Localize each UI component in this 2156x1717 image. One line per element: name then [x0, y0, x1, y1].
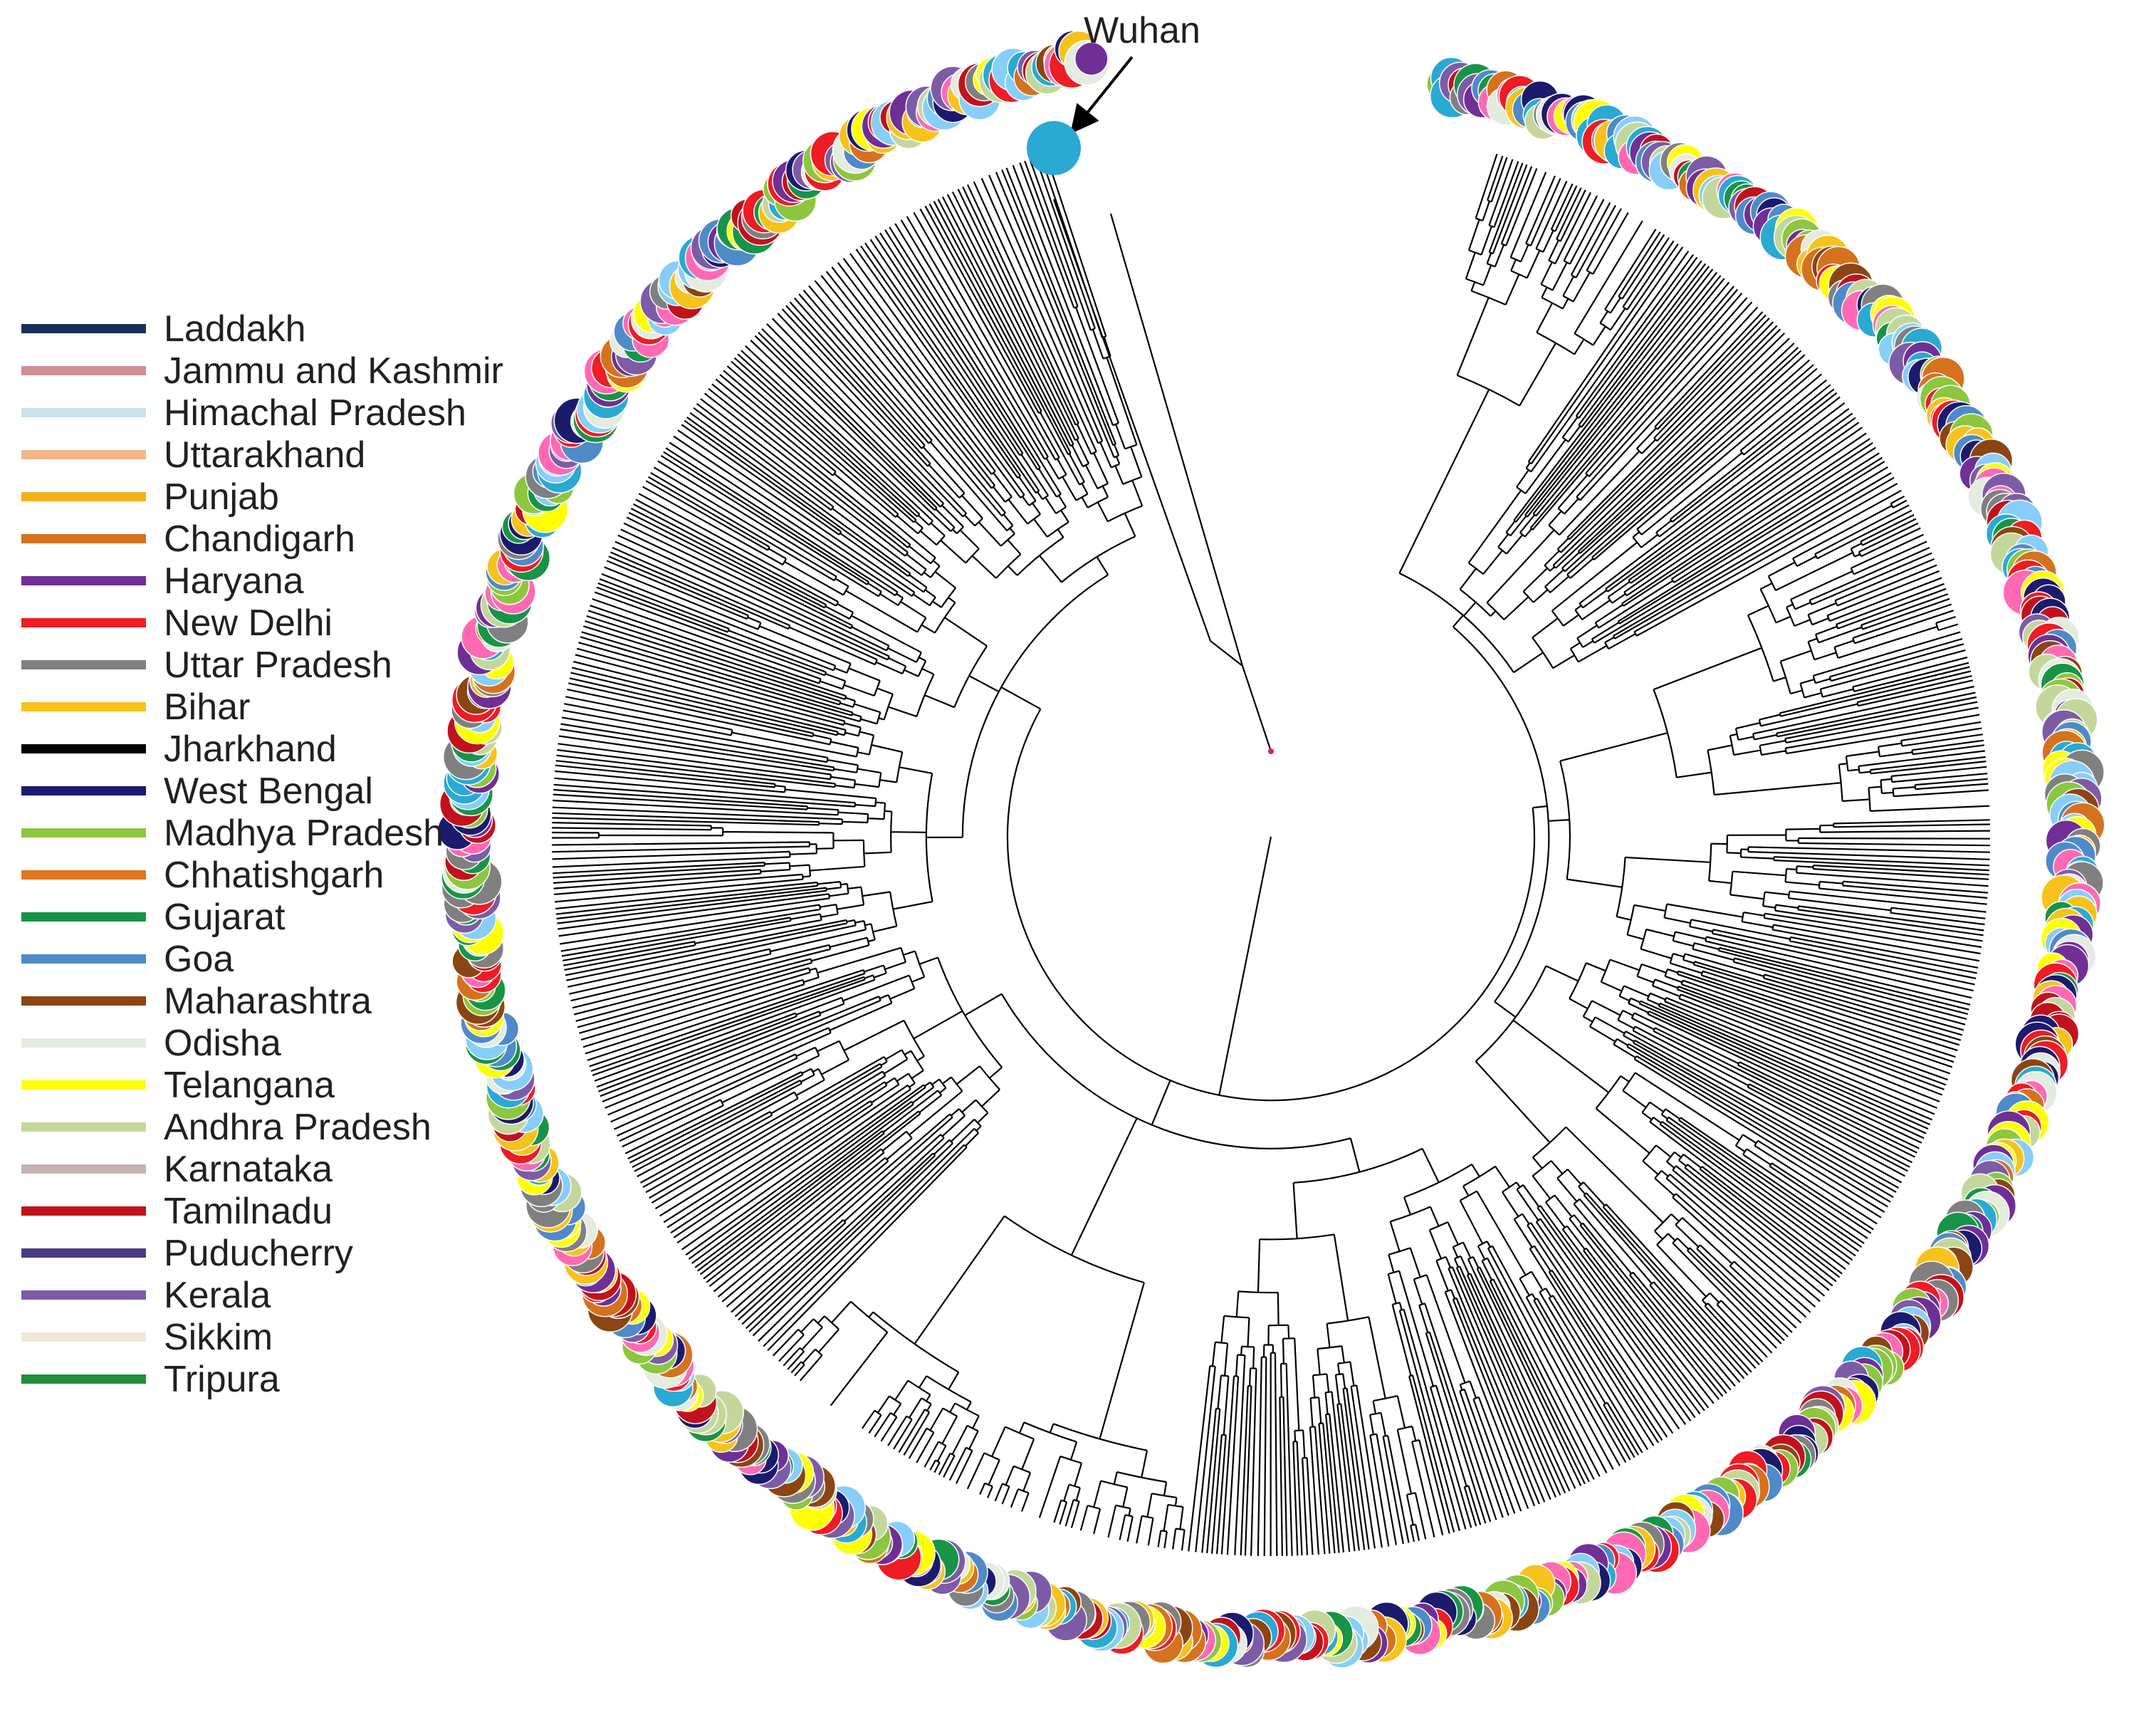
legend-swatch: [21, 1206, 146, 1216]
legend-label: New Delhi: [164, 602, 333, 644]
legend-item: Chandigarh: [21, 518, 562, 560]
legend-swatch: [21, 534, 146, 543]
legend-item: Goa: [21, 938, 562, 980]
legend-item: Jammu and Kashmir: [21, 350, 562, 392]
legend-label: Madhya Pradesh: [164, 813, 444, 854]
legend-label: Laddakh: [164, 308, 306, 350]
legend-item: Andhra Pradesh: [21, 1106, 562, 1148]
legend-item: Sikkim: [21, 1316, 562, 1358]
legend-label: Tamilnadu: [164, 1191, 333, 1232]
legend-swatch: [21, 1164, 146, 1174]
legend-swatch: [21, 492, 146, 501]
legend-item: Jharkhand: [21, 728, 562, 770]
legend-swatch: [21, 828, 146, 837]
legend-item: Kerala: [21, 1274, 562, 1316]
legend-label: Goa: [164, 939, 234, 980]
legend-label: Kerala: [164, 1275, 271, 1316]
legend-item: Uttarakhand: [21, 434, 562, 476]
legend-label: Sikkim: [164, 1317, 273, 1358]
legend-label: Chandigarh: [164, 518, 355, 560]
legend-label: Uttarakhand: [164, 434, 366, 476]
legend-label: Chhatishgarh: [164, 855, 384, 896]
legend-swatch: [21, 870, 146, 880]
legend-label: Himachal Pradesh: [164, 392, 466, 434]
legend-label: Karnataka: [164, 1149, 333, 1190]
legend-item: Tripura: [21, 1358, 562, 1400]
legend-label: Tripura: [164, 1359, 280, 1400]
legend-item: Haryana: [21, 560, 562, 602]
wuhan-arrow: [1069, 56, 1134, 135]
legend-item: Tamilnadu: [21, 1190, 562, 1232]
legend-item: New Delhi: [21, 602, 562, 644]
legend-item: Maharashtra: [21, 980, 562, 1022]
legend-swatch: [21, 1248, 146, 1258]
legend-label: Puducherry: [164, 1233, 353, 1274]
legend-swatch: [21, 1122, 146, 1132]
legend-swatch: [21, 576, 146, 585]
legend-swatch: [21, 450, 146, 459]
legend-label: Telangana: [164, 1065, 335, 1106]
legend-swatch: [21, 1080, 146, 1090]
legend-item: Puducherry: [21, 1232, 562, 1274]
legend-swatch: [21, 324, 146, 333]
legend-label: Jharkhand: [164, 729, 337, 770]
legend-item: Punjab: [21, 476, 562, 518]
legend-item: West Bengal: [21, 770, 562, 812]
tree-root-marker: [1268, 748, 1274, 754]
legend-swatch: [21, 702, 146, 711]
legend-item: Laddakh: [21, 308, 562, 350]
legend-label: Odisha: [164, 1023, 281, 1064]
wuhan-sample-node: [1027, 121, 1081, 175]
legend-swatch: [21, 786, 146, 795]
legend-label: Maharashtra: [164, 981, 372, 1022]
legend-item: Uttar Pradesh: [21, 644, 562, 686]
legend-swatch: [21, 954, 146, 964]
legend-label: Punjab: [164, 476, 279, 518]
legend-swatch: [21, 744, 146, 753]
legend-item: Telangana: [21, 1064, 562, 1106]
legend-item: Bihar: [21, 686, 562, 728]
wuhan-label: Wuhan: [1084, 10, 1200, 51]
legend-swatch: [21, 618, 146, 627]
sample-marker: [1074, 41, 1109, 76]
legend-swatch: [21, 912, 146, 922]
legend-swatch: [21, 1374, 146, 1384]
legend-item: Karnataka: [21, 1148, 562, 1190]
legend-label: Gujarat: [164, 897, 286, 938]
legend-label: Jammu and Kashmir: [164, 350, 503, 392]
legend-swatch: [21, 366, 146, 375]
legend-swatch: [21, 660, 146, 669]
legend-swatch: [21, 1332, 146, 1342]
legend-label: Andhra Pradesh: [164, 1107, 431, 1148]
legend-item: Himachal Pradesh: [21, 392, 562, 434]
legend-swatch: [21, 1290, 146, 1300]
legend-swatch: [21, 996, 146, 1006]
legend-label: Haryana: [164, 560, 304, 602]
sample-location-ring: [437, 30, 2105, 1669]
legend-swatch: [21, 408, 146, 417]
legend-item: Gujarat: [21, 896, 562, 938]
phylogenetic-tree: [551, 153, 1991, 1557]
legend-label: Bihar: [164, 687, 251, 728]
legend-label: West Bengal: [164, 771, 373, 812]
legend-label: Uttar Pradesh: [164, 644, 392, 686]
legend-item: Madhya Pradesh: [21, 812, 562, 854]
legend-swatch: [21, 1038, 146, 1048]
legend-item: Chhatishgarh: [21, 854, 562, 896]
legend-item: Odisha: [21, 1022, 562, 1064]
tree-branches: [551, 153, 1991, 1557]
